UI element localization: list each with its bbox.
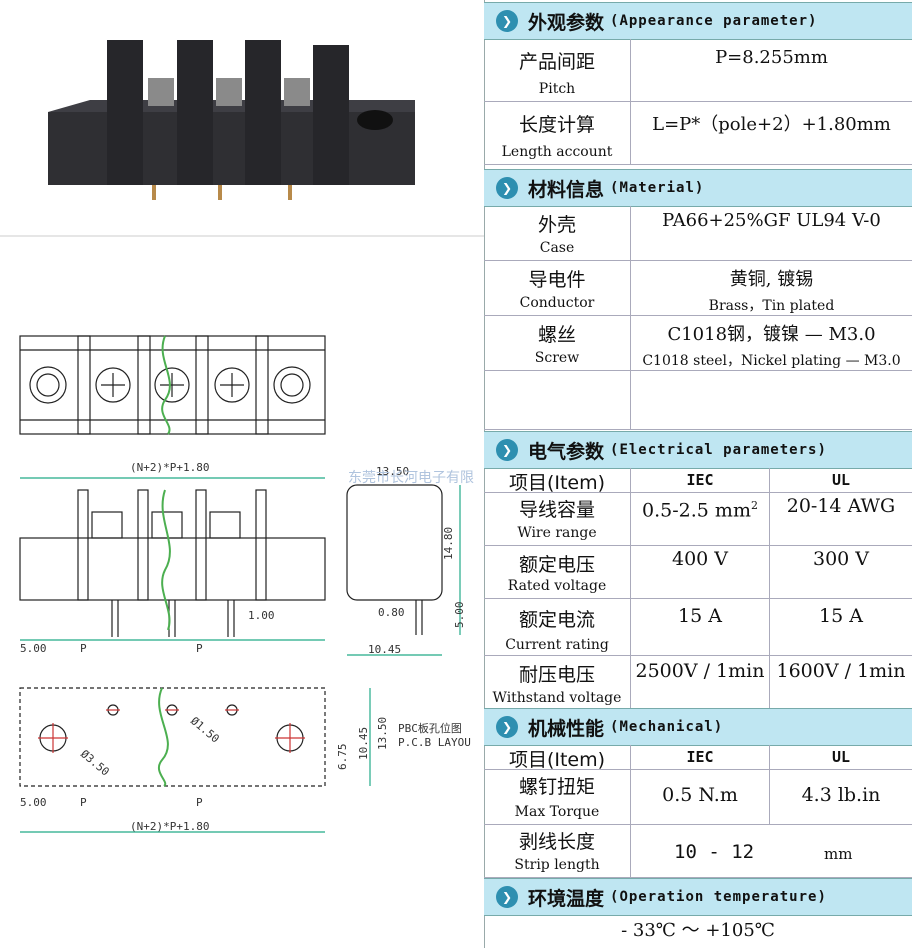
dim-pin-h: 5.00 — [453, 602, 466, 629]
dim-pcb-h2: 10.45 — [357, 727, 370, 760]
pcb-layout — [19, 687, 371, 833]
dim-pin: 1.00 — [248, 609, 275, 622]
chevron-right-icon: ❯ — [496, 10, 518, 32]
dim-side-w: 13.50 — [376, 465, 409, 478]
dim-hole-big: Ø3.50 — [78, 747, 112, 778]
chevron-right-icon: ❯ — [496, 439, 518, 461]
dim-side-h: 14.80 — [442, 527, 455, 560]
row-empty — [484, 371, 912, 430]
watermark: 东莞市长河电子有限 — [348, 469, 474, 486]
section-temperature: ❯ 环境温度(Operation temperature) — [484, 878, 912, 916]
chevron-right-icon: ❯ — [496, 716, 518, 738]
dim-side-base: 10.45 — [368, 643, 401, 656]
chevron-right-icon: ❯ — [496, 177, 518, 199]
front-view — [19, 477, 326, 641]
drawing-panel: (N+2)*P+1.80 5.00 P P 1.00 13.50 14.80 0… — [0, 0, 485, 948]
dim-top-length: (N+2)*P+1.80 — [130, 461, 209, 474]
dim-hole-small: Ø1.50 — [188, 714, 222, 745]
dim-pcb-h3: 13.50 — [376, 717, 389, 750]
section-appearance: ❯ 外观参数(Appearance parameter) — [484, 2, 912, 40]
dim-p4: P — [196, 796, 203, 809]
dim-5: 5.00 — [20, 642, 47, 655]
pcb-label-zh: PBC板孔位图 — [398, 721, 462, 735]
dim-pin-w: 0.80 — [378, 606, 405, 619]
side-view — [346, 484, 461, 656]
product-photo — [48, 40, 415, 200]
dim-p3: P — [80, 796, 87, 809]
section-mechanical: ❯ 机械性能(Mechanical) — [484, 708, 912, 746]
pcb-label-en: P.C.B LAYOU — [398, 736, 471, 749]
dim-pcb-h1: 6.75 — [336, 744, 349, 771]
technical-drawing: (N+2)*P+1.80 5.00 P P 1.00 13.50 14.80 0… — [0, 40, 484, 833]
section-material: ❯ 材料信息(Material) — [484, 169, 912, 207]
dim-p2: P — [196, 642, 203, 655]
row-electrical-header: 项目(Item) IEC UL — [484, 468, 912, 494]
row-mechanical-header: 项目(Item) IEC UL — [484, 745, 912, 771]
chevron-right-icon: ❯ — [496, 886, 518, 908]
dim-bottom-length: (N+2)*P+1.80 — [130, 820, 209, 833]
top-view — [19, 335, 326, 435]
temperature-value: - 33℃ ～ +105℃ — [621, 920, 775, 941]
section-electrical: ❯ 电气参数(Electrical parameters) — [484, 431, 912, 469]
dim-p1: P — [80, 642, 87, 655]
dim-5b: 5.00 — [20, 796, 47, 809]
